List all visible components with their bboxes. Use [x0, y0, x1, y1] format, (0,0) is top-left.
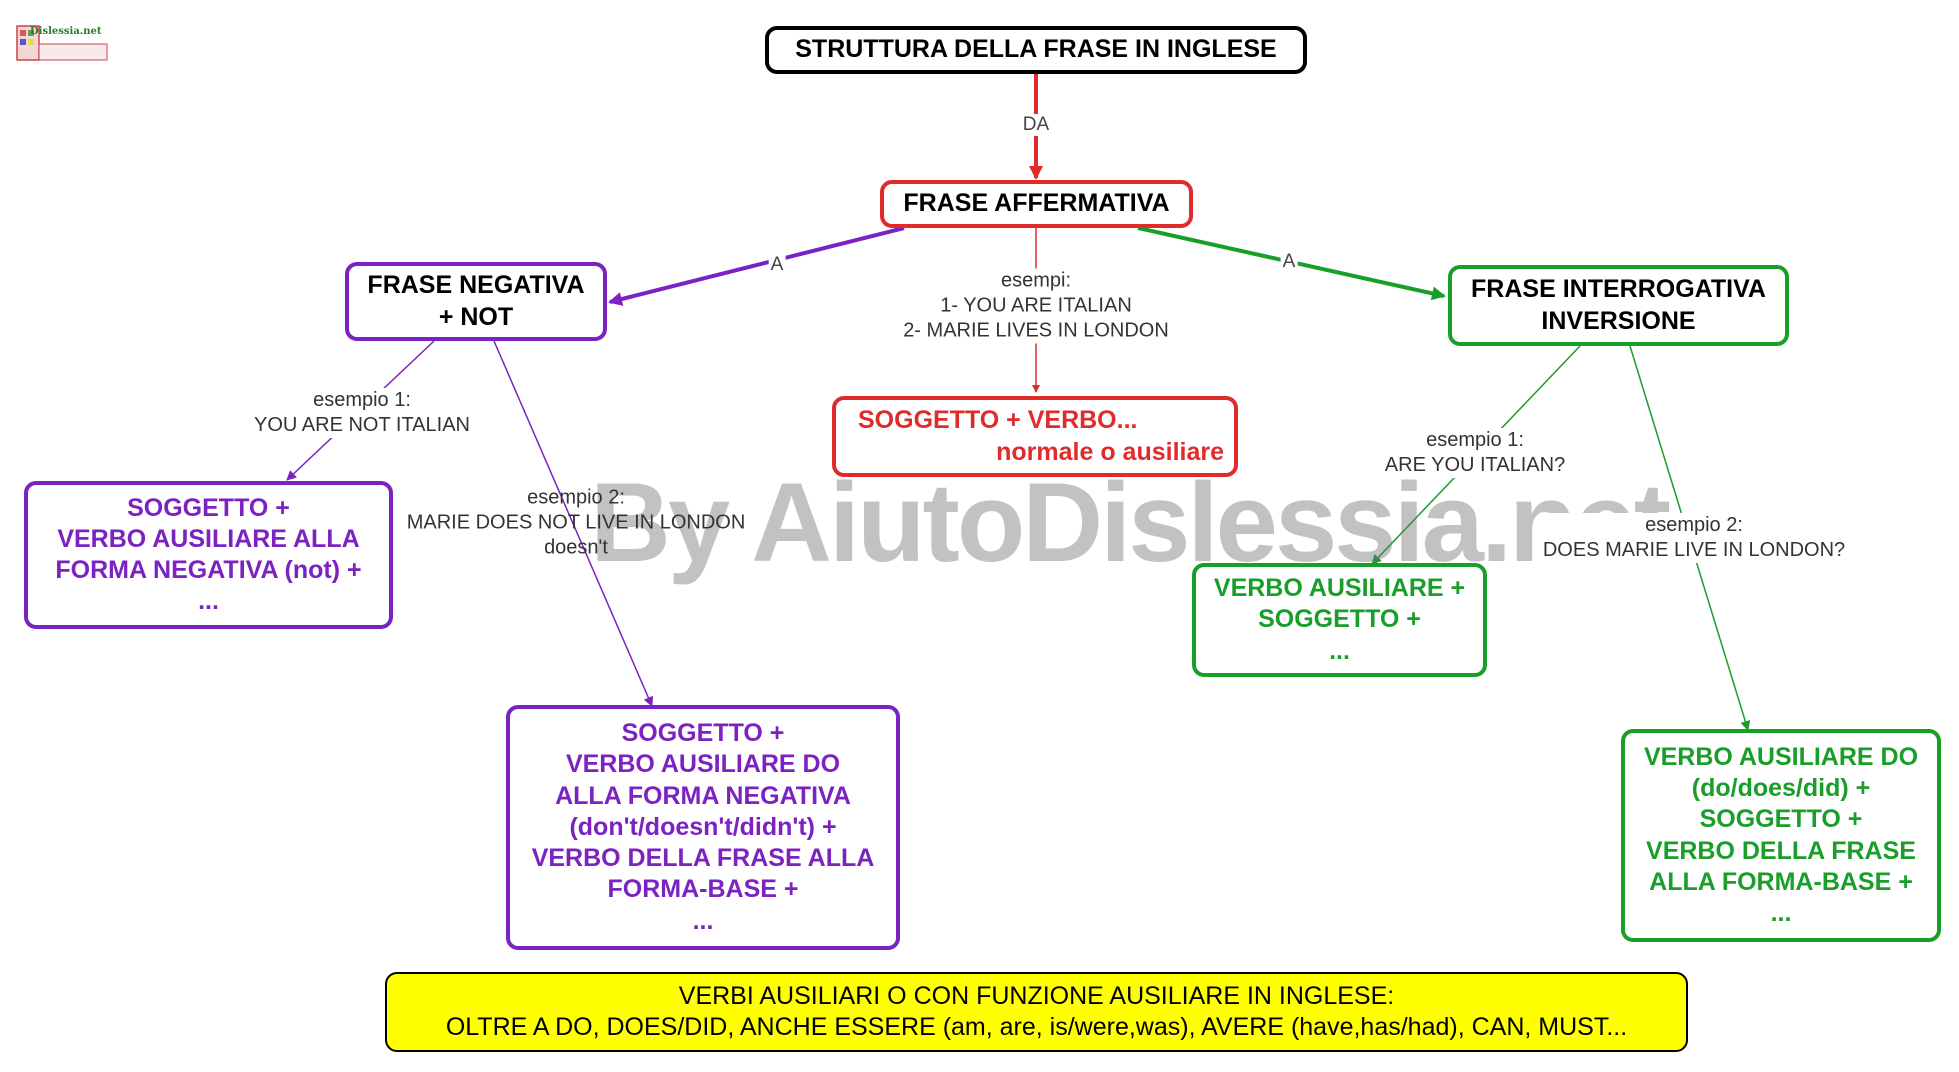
- node-title: STRUTTURA DELLA FRASE IN INGLESE: [765, 26, 1307, 74]
- label-aff-esempi: esempi: 1- YOU ARE ITALIAN 2- MARIE LIVE…: [903, 268, 1169, 344]
- node-int-es2-struttura: VERBO AUSILIARE DO (do/does/did) + SOGGE…: [1621, 729, 1941, 942]
- node-aff-struttura: SOGGETTO + VERBO... normale o ausiliare: [832, 396, 1238, 477]
- label-int-es2: esempio 2: DOES MARIE LIVE IN LONDON?: [1542, 513, 1846, 563]
- node-int-es1-struttura: VERBO AUSILIARE + SOGGETTO + ...: [1192, 563, 1487, 677]
- node-frase-interrogativa: FRASE INTERROGATIVA INVERSIONE: [1448, 265, 1789, 346]
- logo-text: Dislessia.net: [30, 26, 102, 37]
- node-frase-negativa: FRASE NEGATIVA + NOT: [345, 262, 607, 341]
- node-neg-es1-struttura: SOGGETTO + VERBO AUSILIARE ALLA FORMA NE…: [24, 481, 393, 629]
- connector-a-right: A: [1280, 251, 1298, 273]
- note-verbi-ausiliari: VERBI AUSILIARI O CON FUNZIONE AUSILIARE…: [385, 972, 1688, 1052]
- link-affermativa-negativa: [608, 226, 905, 306]
- connector-a-left: A: [768, 254, 786, 276]
- node-frase-affermativa: FRASE AFFERMATIVA: [880, 180, 1193, 228]
- node-neg-es2-struttura: SOGGETTO + VERBO AUSILIARE DO ALLA FORMA…: [506, 705, 900, 950]
- watermark: By AiutoDislessia.net: [590, 460, 1671, 585]
- label-neg-es2: esempio 2: MARIE DOES NOT LIVE IN LONDON…: [406, 486, 746, 559]
- label-neg-es1: esempio 1: YOU ARE NOT ITALIAN: [254, 388, 470, 438]
- connector-da: DA: [1020, 114, 1052, 136]
- site-logo: [16, 25, 108, 61]
- label-int-es1: esempio 1: ARE YOU ITALIAN?: [1384, 428, 1566, 478]
- link-negativa-es2: [493, 340, 654, 707]
